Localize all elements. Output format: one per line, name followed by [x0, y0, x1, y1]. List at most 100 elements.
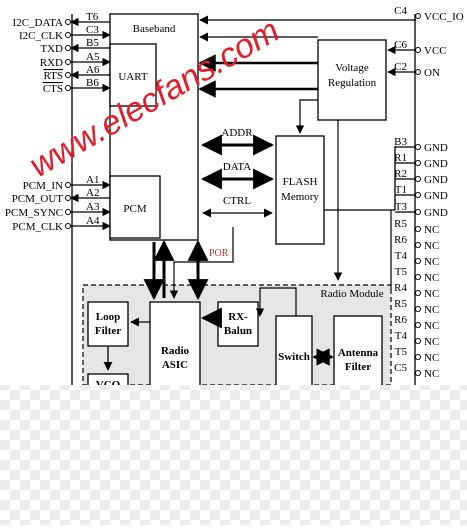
right-pin-id: C5 [394, 362, 407, 374]
right-pin-signal: NC [424, 320, 439, 332]
rx-balun-label-line1: RX- [228, 311, 248, 323]
loop-filter-block [87, 301, 129, 347]
right-pin-terminal [415, 322, 421, 328]
right-pin-terminal [415, 209, 421, 215]
left-pin-id: C3 [86, 24, 99, 36]
antenna-filter-block [333, 315, 383, 389]
left-pin-signal: PCM_CLK [12, 221, 63, 233]
right-pin-terminal [415, 290, 421, 296]
left-pin-signal: PCM_SYNC [5, 207, 63, 219]
right-pin-id: R5 [394, 218, 407, 230]
right-pin-signal: VCC [424, 45, 447, 57]
left-pin-terminal [65, 19, 71, 25]
right-pin-terminal [415, 13, 421, 19]
loop-filter-label-line1: Loop [96, 311, 120, 323]
right-pin-id: C4 [394, 5, 407, 17]
left-pin-id: A2 [86, 187, 99, 199]
switch-label: Switch [278, 351, 310, 363]
rx-balun-label-line2: Balun [224, 325, 252, 337]
right-pin-terminal [415, 47, 421, 53]
left-pin-id: A1 [86, 174, 99, 186]
right-pin-signal: NC [424, 352, 439, 364]
transparent-area [0, 385, 467, 525]
radio-module-label: Radio Module [320, 288, 383, 300]
left-pin-signal: TXD [40, 43, 63, 55]
right-pin-id: T3 [395, 201, 408, 213]
radio-asic-label-line1: Radio [161, 345, 190, 357]
left-pin-terminal [65, 223, 71, 229]
right-pin-terminal [415, 354, 421, 360]
switch-block [275, 315, 313, 389]
right-pin-id: R6 [394, 234, 407, 246]
radio-asic-block [149, 301, 201, 389]
right-pin-terminal [415, 226, 421, 232]
right-pin-signal: NC [424, 272, 439, 284]
left-pin-id: B5 [86, 37, 99, 49]
left-pin-id: A5 [86, 51, 100, 63]
voltage-regulation-label-line1: Voltage [335, 62, 369, 74]
right-pin-id: T5 [395, 266, 408, 278]
left-pin-id: A6 [86, 64, 100, 76]
right-pin-signal: NC [424, 336, 439, 348]
right-pin-id: T4 [395, 250, 408, 262]
right-pin-id: R5 [394, 298, 407, 310]
left-pin-id: B6 [86, 77, 99, 89]
right-pin-terminal [415, 306, 421, 312]
left-pin-signal: PCM_OUT [12, 193, 64, 205]
right-pin-terminal [415, 370, 421, 376]
right-pin-id: C6 [394, 39, 407, 51]
right-pin-terminal [415, 192, 421, 198]
left-pin-signal: PCM_IN [23, 180, 63, 192]
right-pin-signal: GND [424, 158, 448, 170]
right-pin-terminal [415, 69, 421, 75]
left-pin-id: T6 [86, 11, 99, 23]
addr-bus-label: ADDR [221, 127, 253, 139]
left-pin-signal: CTS [43, 83, 63, 95]
left-pin-signal: RXD [40, 57, 63, 69]
right-pin-id: C2 [394, 61, 407, 73]
flash-label-line2: Memory [281, 191, 319, 203]
vreg-to-flash [295, 99, 318, 134]
right-pin-terminal [415, 338, 421, 344]
right-pin-signal: NC [424, 304, 439, 316]
ctrl-bus-label: CTRL [223, 195, 251, 207]
left-pin-terminal [65, 72, 71, 78]
right-pin-signal: NC [424, 256, 439, 268]
right-pin-signal: NC [424, 368, 439, 380]
voltage-regulation-label-line2: Regulation [328, 77, 377, 89]
right-pin-id: R6 [394, 314, 407, 326]
data-bus-label: DATA [223, 161, 252, 173]
right-pin-terminal [415, 274, 421, 280]
flash-memory-block [275, 135, 325, 245]
right-pin-terminal [415, 242, 421, 248]
left-pin-terminal [65, 85, 71, 91]
right-pin-terminal [415, 144, 421, 150]
left-pin-terminal [65, 32, 71, 38]
flash-label-line1: FLASH [283, 176, 318, 188]
right-pin-id: R2 [394, 168, 407, 180]
voltage-regulation-block [317, 39, 387, 121]
left-pin-terminal [65, 59, 71, 65]
right-pin-id: R1 [394, 152, 407, 164]
antenna-filter-label-line1: Antenna [338, 347, 379, 359]
right-pin-id: R4 [394, 282, 407, 294]
right-pin-terminal [415, 176, 421, 182]
uart-block [109, 43, 157, 107]
uart-label: UART [118, 71, 148, 83]
radio-asic-label-line2: ASIC [162, 359, 188, 371]
left-pin-terminal [65, 182, 71, 188]
loop-filter-label-line2: Filter [95, 325, 121, 337]
left-pin-terminal [65, 195, 71, 201]
left-pin-signal: I2C_DATA [13, 17, 64, 29]
right-pin-signal: GND [424, 207, 448, 219]
right-pin-signal: NC [424, 288, 439, 300]
right-pin-signal: GND [424, 174, 448, 186]
right-pin-id: T1 [395, 184, 407, 196]
left-pin-signal: I2C_CLK [19, 30, 63, 42]
right-pin-terminal [415, 160, 421, 166]
rx-balun-block [217, 301, 259, 347]
